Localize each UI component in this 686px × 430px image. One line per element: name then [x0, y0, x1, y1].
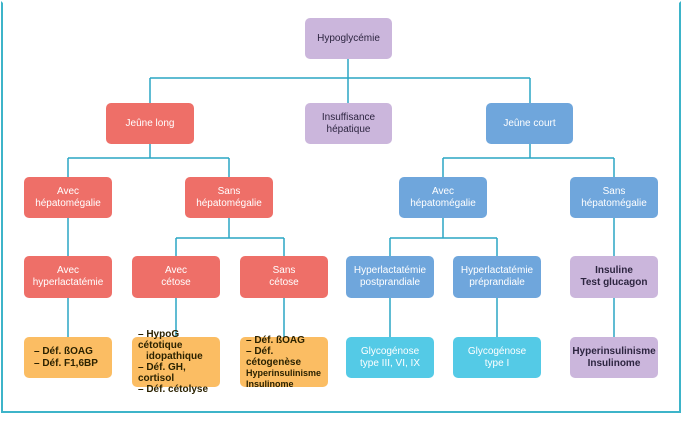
node-hyperlactatemie-preprandiale: Hyperlactatémie préprandiale: [453, 256, 541, 298]
node-jl-sans-hepatomegalie: Sans hépatomégalie: [185, 177, 273, 218]
node-glycogenose-i: Glycogénose type I: [453, 337, 541, 378]
node-hypog-cetotique: – HypoG cétotique idopathique – Déf. GH,…: [132, 329, 220, 395]
node-jeune-long: Jeûne long: [106, 103, 194, 144]
node-jc-avec-hepatomegalie: Avec hépatomégalie: [399, 177, 487, 218]
node-jl-avec-hepatomegalie: Avec hépatomégalie: [24, 177, 112, 218]
node-hyperinsulinisme-insulinome: Hyperinsulinisme Insulinome: [570, 337, 658, 378]
node-sans-cetose: Sans cétose: [240, 256, 328, 298]
node-def-cetogenese: – Déf. ßOAG – Déf. cétogenèse Hyperinsul…: [240, 335, 328, 389]
node-avec-cetose: Avec cétose: [132, 256, 220, 298]
node-jc-sans-hepatomegalie: Sans hépatomégalie: [570, 177, 658, 218]
diagram-frame: [1, 1, 681, 413]
node-glycogenose-iii-vi-ix: Glycogénose type III, VI, IX: [346, 337, 434, 378]
node-hypoglycemie: Hypoglycémie: [305, 18, 392, 59]
node-insuline-test-glucagon: Insuline Test glucagon: [570, 256, 658, 298]
node-hyperlactatemie-postprandiale: Hyperlactatémie postprandiale: [346, 256, 434, 298]
node-avec-hyperlactatemie: Avec hyperlactatémie: [24, 256, 112, 298]
node-insuffisance-hepatique: Insuffisance hépatique: [305, 103, 392, 144]
node-jeune-court: Jeûne court: [486, 103, 573, 144]
node-def-boag-f16bp: – Déf. ßOAG – Déf. F1,6BP: [24, 337, 112, 378]
